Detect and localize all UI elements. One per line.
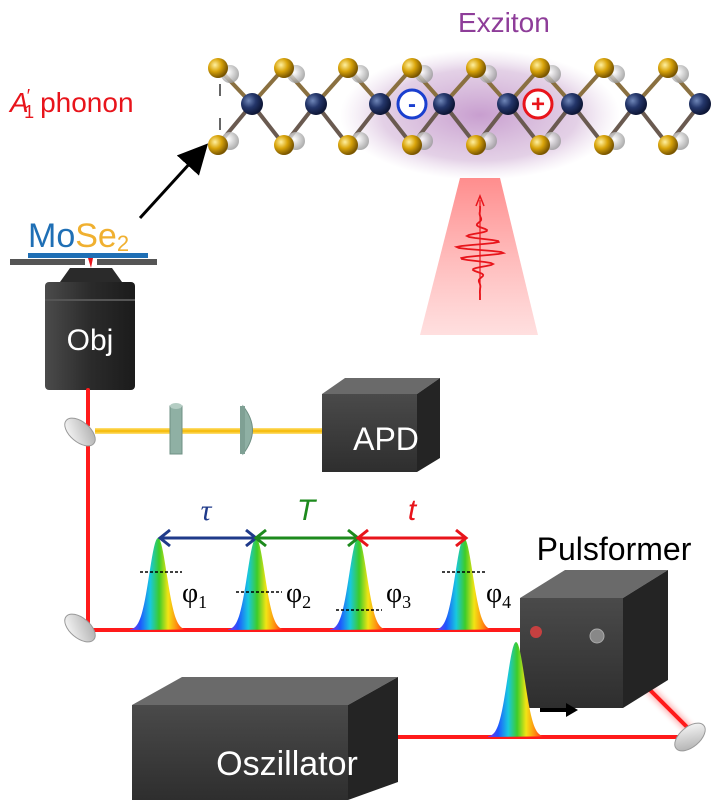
- phase-phi2: φ2: [236, 578, 311, 612]
- se-atom: [274, 135, 294, 155]
- detection-beam: [95, 428, 335, 434]
- se-atom: [594, 58, 614, 78]
- oscillator-box: Oszillator: [132, 677, 398, 800]
- sample-holder-left: [10, 259, 85, 265]
- svg-text:φ1: φ1: [182, 578, 207, 612]
- phase-phi3: φ3: [336, 578, 411, 612]
- se-atom: [338, 135, 358, 155]
- se-atom: [466, 135, 486, 155]
- mo-atom: [625, 93, 647, 115]
- pulseformer-box: Pulsformer: [520, 531, 692, 708]
- svg-text:APD: APD: [353, 421, 419, 457]
- mose2-lattice: [208, 58, 711, 155]
- svg-text:Pulsformer: Pulsformer: [537, 531, 692, 567]
- mo-atom: [433, 93, 455, 115]
- exciton-label: Exziton: [458, 7, 550, 38]
- optical-pulse: [228, 538, 284, 630]
- se-atom: [594, 135, 614, 155]
- mirror-right: [674, 722, 706, 752]
- se-atom: [338, 58, 358, 78]
- svg-text:τ: τ: [201, 494, 213, 527]
- apd-detector: APD: [322, 378, 440, 472]
- mo-atom: [497, 93, 519, 115]
- electron-charge: -: [396, 88, 428, 120]
- se-atom: [402, 135, 422, 155]
- se-atom: [466, 58, 486, 78]
- svg-text:+: +: [531, 91, 545, 118]
- se-atom: [208, 135, 228, 155]
- mo-atom: [305, 93, 327, 115]
- objective-lens: Obj: [45, 268, 135, 390]
- delay-tau-arrow: τ: [157, 494, 259, 548]
- se-atom: [208, 58, 228, 78]
- se-atom: [274, 58, 294, 78]
- direction-arrow: [540, 703, 578, 717]
- focus-spot: [88, 258, 93, 268]
- delay-T-arrow: T: [253, 494, 361, 548]
- wave-packet-arrow: [475, 193, 485, 207]
- se-atom: [658, 58, 678, 78]
- pulse-train: [130, 538, 544, 737]
- svg-text:-: -: [408, 91, 416, 118]
- zoom-arrow: [138, 143, 209, 220]
- delay-t-arrow: t: [355, 494, 469, 548]
- svg-text:Oszillator: Oszillator: [216, 745, 358, 783]
- optical-pulse: [130, 538, 186, 630]
- sample-holder-right: [97, 259, 157, 265]
- mo-atom: [561, 93, 583, 115]
- se-atom: [658, 135, 678, 155]
- mirror-bottom: [64, 613, 96, 643]
- sample-flake: [28, 253, 148, 258]
- focusing-lens: [240, 404, 253, 456]
- hole-charge: +: [522, 88, 554, 120]
- optical-pulse: [330, 538, 386, 630]
- optical-filter: [169, 403, 183, 455]
- svg-text:Obj: Obj: [67, 324, 114, 357]
- mirror-top: [64, 417, 96, 447]
- se-atom: [530, 135, 550, 155]
- svg-text:t: t: [408, 494, 418, 527]
- svg-text:φ4: φ4: [486, 578, 511, 612]
- se-atom: [530, 58, 550, 78]
- material-label: MoSe2: [28, 217, 129, 256]
- mo-atom: [369, 93, 391, 115]
- svg-text:T: T: [297, 494, 318, 527]
- phase-phi1: φ1: [140, 571, 207, 612]
- optical-pulse: [436, 538, 492, 630]
- svg-text:φ2: φ2: [286, 578, 311, 612]
- optical-pulse: [488, 642, 544, 737]
- mo-atom: [689, 93, 711, 115]
- svg-text:φ3: φ3: [386, 578, 411, 612]
- phase-phi4: φ4: [442, 571, 511, 612]
- mo-atom: [241, 93, 263, 115]
- se-atom: [402, 58, 422, 78]
